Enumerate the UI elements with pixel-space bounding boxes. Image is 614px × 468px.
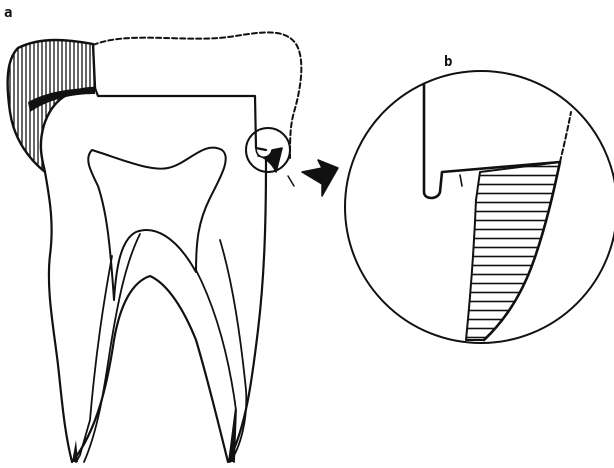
molar-tooth-drawing (8, 32, 302, 462)
distal-root-canal (196, 270, 236, 462)
tooth-outer-outline (45, 160, 266, 462)
left-restoration-hatched (8, 40, 95, 172)
root-apex-dark-marks (72, 400, 236, 462)
marker-tick (288, 176, 294, 186)
panel-a-label: a (4, 5, 12, 21)
panel-b-label: b (444, 54, 452, 70)
magnified-region-marker (246, 128, 290, 172)
tooth-structure-hatched (466, 162, 560, 340)
zoom-arrow (302, 160, 338, 196)
magnified-margin-panel (345, 71, 614, 343)
original-contour-dashed (560, 112, 571, 162)
margin-gap-line (460, 175, 462, 186)
gingival-step-detail (256, 148, 282, 172)
cavity-preparation-outline (95, 88, 266, 150)
